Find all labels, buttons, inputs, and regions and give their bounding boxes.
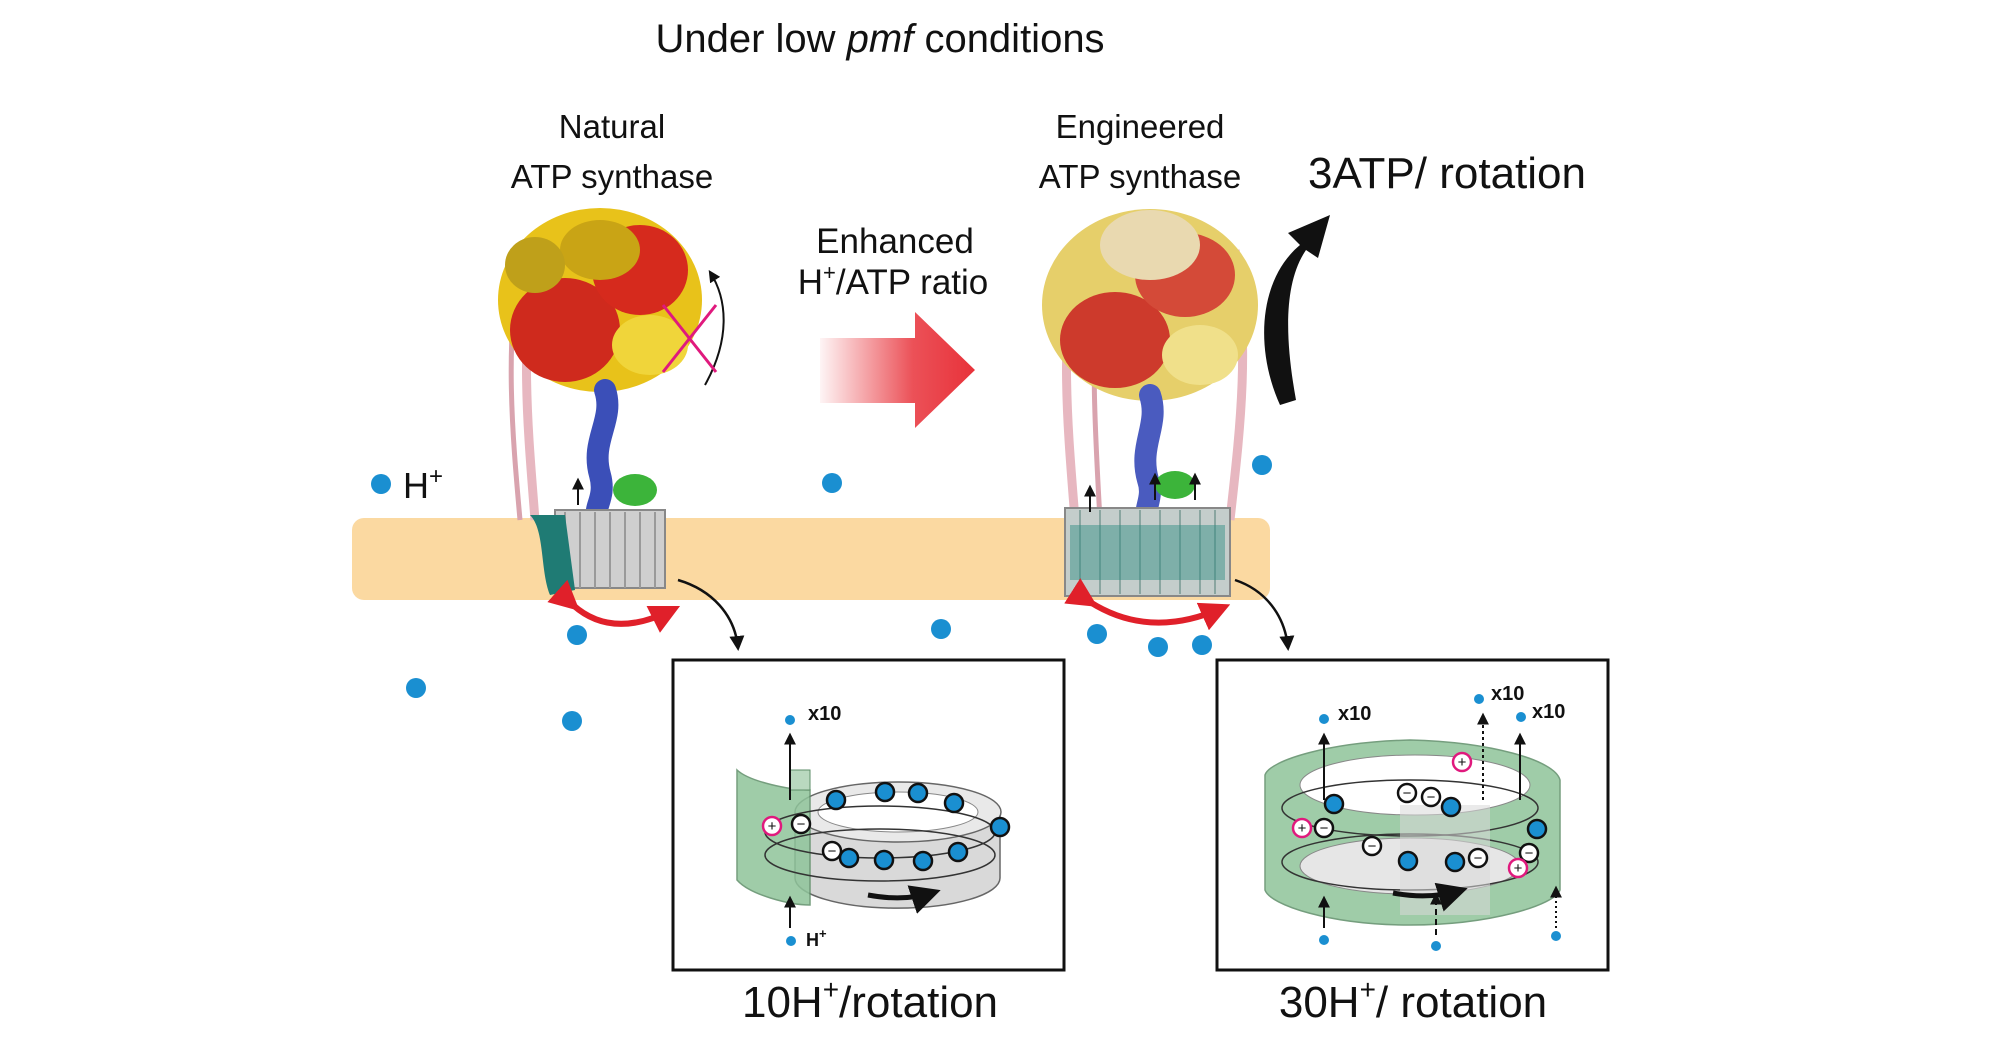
proton-legend-label: H+ xyxy=(403,463,443,506)
natural-atp-synthase-structure xyxy=(498,208,702,595)
proton-dot xyxy=(1474,694,1484,704)
proton-dot xyxy=(371,474,391,494)
svg-text:−: − xyxy=(1403,785,1412,802)
engineered-c-ring-rotation-arrow xyxy=(1064,578,1231,631)
proton-dot xyxy=(1431,941,1441,951)
free-protons xyxy=(371,455,1272,731)
proton-dot xyxy=(1252,455,1272,475)
proton-dot xyxy=(1516,712,1526,722)
blocked-rotation-cross xyxy=(661,304,718,373)
engineered-rotation-arrow xyxy=(1264,215,1330,405)
engineered-rate-label: 30H+/ rotation xyxy=(1279,974,1547,1027)
svg-text:−: − xyxy=(797,816,806,833)
natural-inset-proton-label: H+ xyxy=(806,926,827,950)
engineered-multiplier: x10 xyxy=(1491,683,1524,705)
figure-title: Under low pmf conditions xyxy=(655,17,1104,61)
proton-dot xyxy=(406,678,426,698)
proton-dot xyxy=(931,619,951,639)
engineered-multiplier: x10 xyxy=(1532,701,1565,723)
proton-dot xyxy=(786,936,796,946)
svg-text:+: + xyxy=(1458,754,1467,771)
enhanced-ratio-arrow xyxy=(820,312,975,428)
natural-rate-label: 10H+/rotation xyxy=(742,974,998,1027)
proton-dot xyxy=(1319,935,1329,945)
svg-text:−: − xyxy=(1368,838,1377,855)
enhanced-label-line1: Enhanced xyxy=(816,222,974,261)
engineered-inset-rotation-arrow xyxy=(1392,882,1468,912)
svg-text:−: − xyxy=(1427,789,1436,806)
svg-text:+: + xyxy=(1298,820,1307,837)
proton-dot xyxy=(1148,637,1168,657)
natural-rotation-arc xyxy=(704,269,725,386)
engineered-multiplier: x10 xyxy=(1338,703,1371,725)
natural-multiplier: x10 xyxy=(808,703,841,725)
svg-text:−: − xyxy=(828,843,837,860)
natural-c-ring-rotation-arrow xyxy=(547,579,681,633)
natural-c-ring-model xyxy=(736,768,1002,909)
svg-text:−: − xyxy=(1320,820,1329,837)
engineered-c-subunit-sites: − − − − − − + + + xyxy=(1291,751,1548,879)
enhanced-label-line2: H+/ATP ratio xyxy=(798,260,989,302)
proton-dot xyxy=(567,625,587,645)
proton-dot xyxy=(785,715,795,725)
engineered-label-line1: Engineered xyxy=(1056,108,1225,145)
engineered-atp-synthase-structure xyxy=(1042,209,1258,597)
proton-dot xyxy=(1087,624,1107,644)
proton-dot xyxy=(1192,635,1212,655)
svg-text:−: − xyxy=(1474,850,1483,867)
atp-per-rotation-label: 3ATP/ rotation xyxy=(1308,149,1586,198)
proton-dot xyxy=(1319,714,1329,724)
proton-dot xyxy=(562,711,582,731)
natural-c-subunit-sites: − − + xyxy=(761,781,1011,872)
engineered-zoom-arrow xyxy=(1234,578,1295,651)
proton-dot xyxy=(1551,931,1561,941)
natural-label-line1: Natural xyxy=(559,108,665,145)
proton-dot xyxy=(822,473,842,493)
svg-text:−: − xyxy=(1525,845,1534,862)
natural-zoom-arrow xyxy=(677,578,745,651)
svg-text:+: + xyxy=(768,818,777,835)
engineered-label-line2: ATP synthase xyxy=(1039,158,1241,195)
natural-inset-rotation-arrow xyxy=(867,885,941,914)
svg-text:+: + xyxy=(1514,860,1523,877)
natural-label-line2: ATP synthase xyxy=(511,158,713,195)
